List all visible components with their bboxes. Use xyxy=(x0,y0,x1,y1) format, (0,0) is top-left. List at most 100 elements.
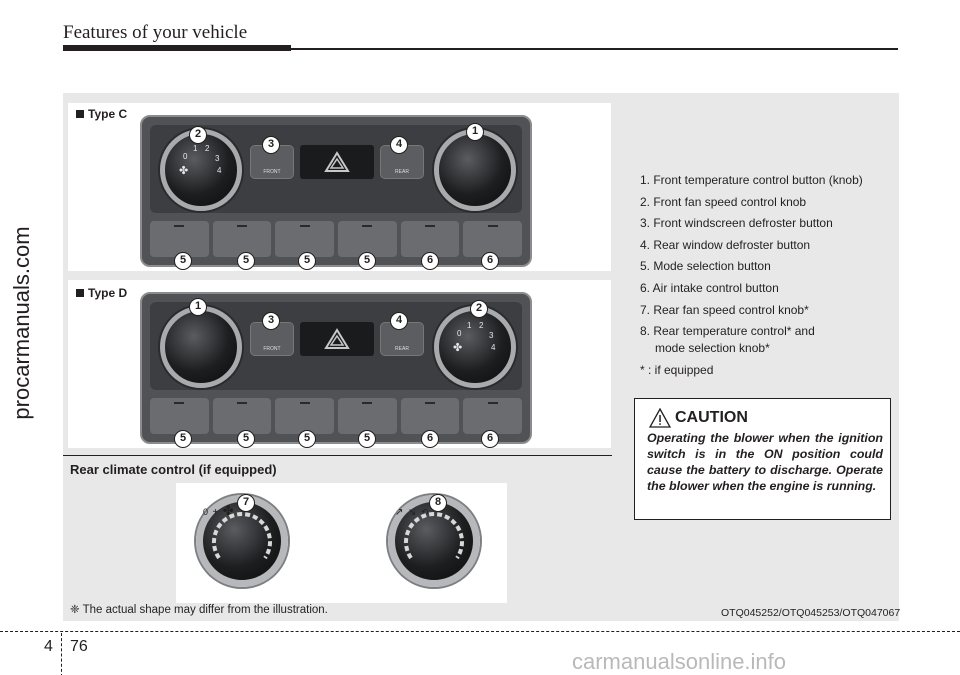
callout-marker: 5 xyxy=(298,430,316,448)
callout-marker: 4 xyxy=(390,312,408,330)
mode-button xyxy=(150,221,209,257)
legend-item: 2. Front fan speed control knob xyxy=(640,194,807,209)
type-d-heading: Type D xyxy=(76,286,127,300)
dial-tick: 1 xyxy=(193,144,198,153)
dial-tick: 0 xyxy=(183,152,188,161)
callout-marker: 5 xyxy=(174,430,192,448)
warning-triangle-icon xyxy=(649,408,671,428)
fan-icon: ✤ xyxy=(179,165,189,177)
temperature-knob xyxy=(160,306,242,388)
callout-marker: 4 xyxy=(390,136,408,154)
floor-mode-icon: ↘ xyxy=(407,507,417,518)
mode-button xyxy=(275,398,335,434)
legend-item-continuation: mode selection knob* xyxy=(655,341,770,356)
dial-tick: 3 xyxy=(489,331,494,340)
callout-marker: 6 xyxy=(481,252,499,270)
front-label: FRONT xyxy=(263,346,281,352)
footer-rule xyxy=(0,631,960,632)
callout-marker: 2 xyxy=(470,300,488,318)
dial-tick: 4 xyxy=(491,343,496,352)
hazard-button xyxy=(300,322,374,356)
callout-marker: 3 xyxy=(262,136,280,154)
callout-marker: 6 xyxy=(421,430,439,448)
callout-marker: 5 xyxy=(174,252,192,270)
callout-marker: 5 xyxy=(358,430,376,448)
rear-climate-figure: 0 + ✤ ↗ ↘ ⟲ 7 8 xyxy=(176,483,507,603)
callout-marker: 6 xyxy=(481,430,499,448)
legend-footnote: * : if equipped xyxy=(640,363,714,378)
fan-scale-plus: + xyxy=(212,507,219,518)
legend-item: 8. Rear temperature control* and xyxy=(640,324,815,339)
side-watermark: procarmanuals.com xyxy=(9,226,34,420)
rear-label: REAR xyxy=(395,169,409,175)
caution-title: CAUTION xyxy=(675,409,748,426)
rear-label: REAR xyxy=(395,346,409,352)
square-bullet-icon xyxy=(76,110,84,118)
callout-marker: 5 xyxy=(237,252,255,270)
dial-tick: 2 xyxy=(479,321,484,330)
callout-marker: 5 xyxy=(358,252,376,270)
dial-tick: 0 xyxy=(457,329,462,338)
temperature-scale-arc-icon xyxy=(404,512,464,560)
type-d-figure: Type D FRONT REAR 0 1 2 3 4 ✤ 1 xyxy=(68,280,611,448)
callout-marker: 1 xyxy=(189,298,207,316)
vent-mode-icon: ↗ xyxy=(395,507,404,518)
temperature-knob xyxy=(434,129,516,211)
type-d-control-cluster: FRONT REAR 0 1 2 3 4 ✤ xyxy=(140,292,532,444)
type-c-control-cluster: 0 1 2 3 4 ✤ FRONT REAR xyxy=(140,115,532,267)
dial-tick: 2 xyxy=(205,144,210,153)
page-number: 76 xyxy=(70,638,88,655)
type-d-label: Type D xyxy=(88,286,128,300)
dial-tick: 1 xyxy=(467,321,472,330)
dial-tick: 4 xyxy=(217,166,222,175)
legend-item: 6. Air intake control button xyxy=(640,280,779,295)
callout-marker: 2 xyxy=(189,126,207,144)
rear-climate-heading: Rear climate control (if equipped) xyxy=(70,462,277,477)
bottom-watermark: carmanualsonline.info xyxy=(572,649,787,674)
air-intake-button xyxy=(463,221,523,257)
legend-item: 7. Rear fan speed control knob* xyxy=(640,302,809,317)
dial-tick: 3 xyxy=(215,154,220,163)
mode-button xyxy=(150,398,209,434)
mode-button xyxy=(275,221,335,257)
type-c-label: Type C xyxy=(88,107,128,121)
callout-marker: 8 xyxy=(429,494,447,512)
component-legend: 1. Front temperature control button (kno… xyxy=(640,170,863,382)
callout-marker: 5 xyxy=(298,252,316,270)
hazard-triangle-icon xyxy=(324,151,350,172)
callout-marker: 5 xyxy=(237,430,255,448)
legend-item: 4. Rear window defroster button xyxy=(640,237,811,252)
mode-button-row xyxy=(150,221,523,257)
mode-button xyxy=(212,221,272,257)
section-number: 4 xyxy=(44,638,53,655)
callout-marker: 3 xyxy=(262,312,280,330)
illustration-note: ❈ The actual shape may differ from the i… xyxy=(70,604,328,616)
section-divider xyxy=(63,455,612,456)
fan-icon: ✤ xyxy=(453,342,463,354)
header-bar xyxy=(63,45,291,51)
callout-marker: 6 xyxy=(421,252,439,270)
fan-scale-arc-icon xyxy=(212,512,272,560)
recirculation-icon: ⟲ xyxy=(420,507,429,517)
type-c-heading: Type C xyxy=(76,107,127,121)
square-bullet-icon xyxy=(76,289,84,297)
type-c-figure: Type C 0 1 2 3 4 ✤ FRONT REAR 2 xyxy=(68,103,611,271)
hazard-triangle-icon xyxy=(324,328,350,349)
mode-button xyxy=(338,221,397,257)
callout-marker: 7 xyxy=(237,494,255,512)
mode-button-row xyxy=(150,398,523,434)
legend-item: 1. Front temperature control button (kno… xyxy=(640,173,863,187)
caution-box: CAUTION Operating the blower when the ig… xyxy=(634,398,891,520)
legend-item: 3. Front windscreen defroster button xyxy=(640,216,833,231)
fan-icon: ✤ xyxy=(222,503,234,518)
image-codes: OTQ045252/OTQ045253/OTQ047067 xyxy=(721,607,901,619)
hazard-button xyxy=(300,145,374,179)
page-header-title: Features of your vehicle xyxy=(63,22,248,43)
air-intake-button xyxy=(400,221,460,257)
caution-text: Operating the blower when the ignition s… xyxy=(647,431,883,493)
air-intake-button xyxy=(463,398,523,434)
footer-divider xyxy=(61,633,62,675)
fan-speed-knob: 0 1 2 3 4 ✤ xyxy=(434,306,516,388)
header-rule xyxy=(291,48,898,50)
mode-button xyxy=(212,398,272,434)
